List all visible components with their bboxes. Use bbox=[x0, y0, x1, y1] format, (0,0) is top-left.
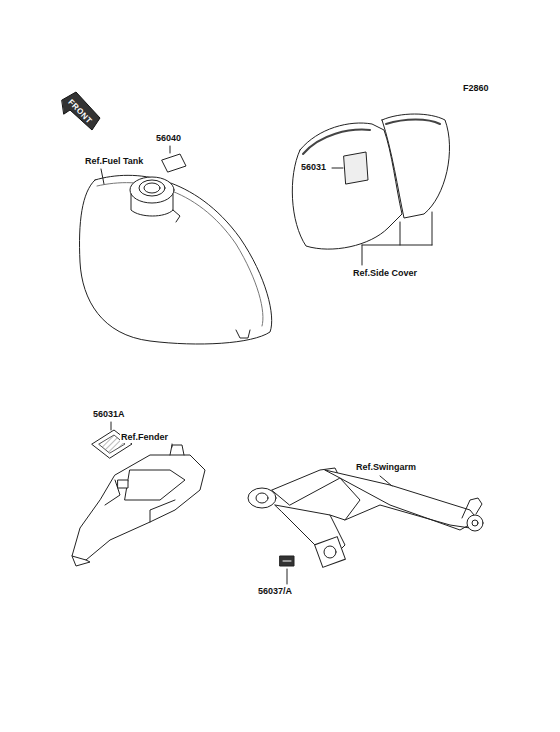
part-reference: Ref.Swingarm bbox=[355, 462, 417, 473]
part-reference: Ref.Fender bbox=[120, 432, 169, 443]
callout-number: 56037/A bbox=[257, 586, 293, 597]
swingarm bbox=[248, 468, 483, 567]
part-reference: Ref.Fuel Tank bbox=[84, 156, 144, 167]
rear-fender bbox=[72, 445, 205, 566]
leader-line bbox=[380, 476, 392, 486]
leader-line bbox=[332, 168, 343, 169]
warning-label-56037 bbox=[280, 556, 294, 584]
side-cover bbox=[292, 114, 449, 249]
callout-number: 56040 bbox=[155, 133, 182, 144]
warning-label-56040 bbox=[162, 146, 186, 172]
leader-line bbox=[172, 444, 173, 447]
callout-number: 56031 bbox=[300, 162, 327, 173]
fuel-tank bbox=[80, 175, 272, 344]
callout-number: 56031A bbox=[92, 409, 126, 420]
figure-number: F2860 bbox=[462, 83, 490, 94]
part-reference: Ref.Side Cover bbox=[352, 268, 418, 279]
bracket-lines bbox=[362, 212, 432, 265]
front-badge bbox=[62, 92, 100, 130]
leader-line bbox=[101, 169, 104, 184]
